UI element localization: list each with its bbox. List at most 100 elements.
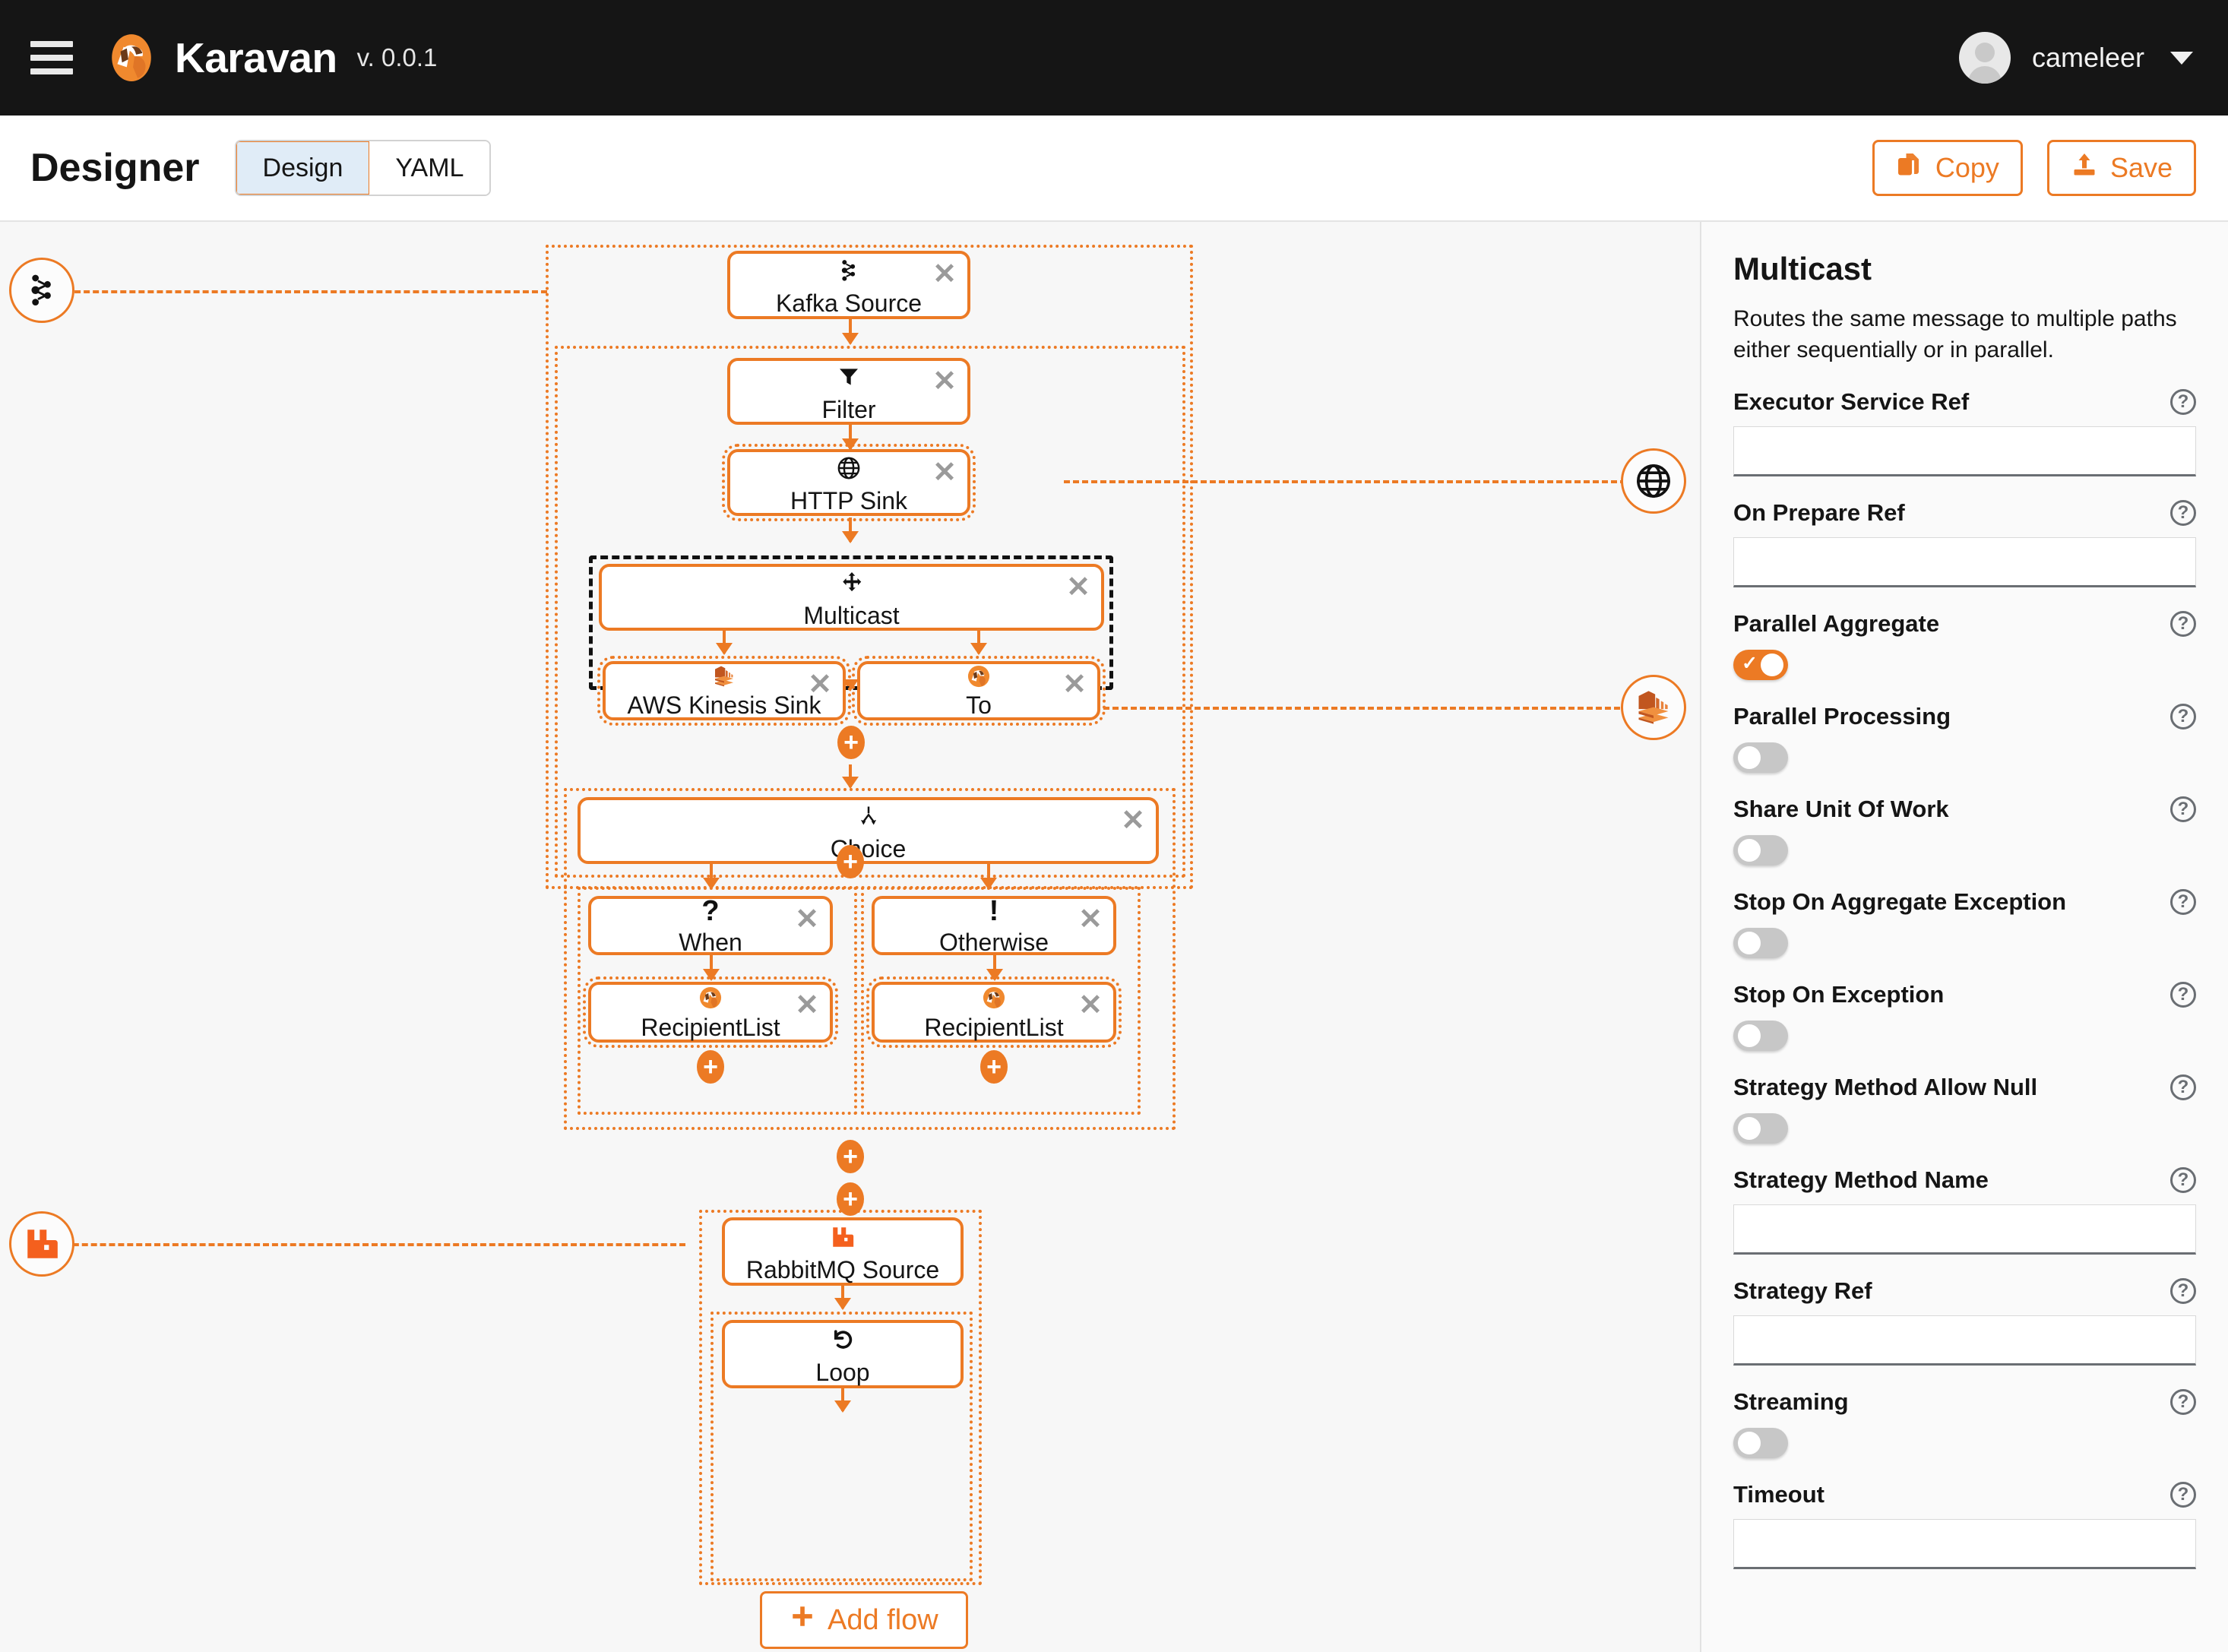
tab-design[interactable]: Design bbox=[236, 141, 372, 195]
executor-service-ref-input[interactable] bbox=[1733, 426, 2196, 476]
close-icon[interactable]: ✕ bbox=[1066, 571, 1090, 603]
step-otherwise[interactable]: ✕ ! Otherwise bbox=[872, 896, 1116, 955]
field-label: Stop On Exception bbox=[1733, 981, 1945, 1008]
http-badge[interactable] bbox=[1621, 448, 1686, 514]
question-icon: ? bbox=[701, 895, 720, 927]
help-icon[interactable]: ? bbox=[2170, 1389, 2196, 1415]
step-filter[interactable]: ✕ Filter bbox=[727, 358, 970, 425]
parallel-aggregate-toggle[interactable] bbox=[1733, 650, 1788, 680]
arrow-connector bbox=[834, 1388, 851, 1413]
help-icon[interactable]: ? bbox=[2170, 611, 2196, 637]
parallel-processing-toggle[interactable] bbox=[1733, 742, 1788, 773]
field-label: On Prepare Ref bbox=[1733, 499, 1905, 526]
timeout-input[interactable] bbox=[1733, 1519, 2196, 1569]
step-loop[interactable]: Loop bbox=[722, 1320, 964, 1388]
multicast-selection-frame bbox=[589, 555, 1113, 690]
step-kafka-source[interactable]: ✕ Kafka Source bbox=[727, 251, 970, 319]
step-rabbitmq-source[interactable]: RabbitMQ Source bbox=[722, 1217, 964, 1286]
choice-container[interactable] bbox=[564, 788, 1176, 1130]
properties-panel: Multicast Routes the same message to mul… bbox=[1700, 222, 2228, 1652]
step-label: RecipientList bbox=[924, 1014, 1064, 1041]
username-label: cameleer bbox=[2031, 42, 2144, 73]
add-flow-label: Add flow bbox=[828, 1603, 938, 1636]
camel-icon bbox=[699, 985, 722, 1011]
arrow-connector bbox=[703, 955, 720, 981]
close-icon[interactable]: ✕ bbox=[1062, 669, 1087, 701]
field-parallel-aggregate: Parallel Aggregate ? bbox=[1733, 610, 2196, 680]
otherwise-branch-container[interactable] bbox=[861, 887, 1141, 1115]
add-step-button[interactable]: + bbox=[837, 845, 864, 878]
upload-icon bbox=[2071, 151, 2098, 185]
strategy-method-allow-null-toggle[interactable] bbox=[1733, 1113, 1788, 1144]
copy-button[interactable]: Copy bbox=[1872, 140, 2023, 196]
close-icon[interactable]: ✕ bbox=[932, 258, 957, 290]
help-icon[interactable]: ? bbox=[2170, 1074, 2196, 1100]
add-step-button[interactable]: + bbox=[697, 1050, 724, 1084]
help-icon[interactable]: ? bbox=[2170, 1278, 2196, 1304]
header-actions: Copy Save bbox=[1872, 140, 2196, 196]
step-label: To bbox=[966, 691, 992, 719]
loop-icon bbox=[830, 1324, 856, 1356]
branch-icon bbox=[857, 800, 880, 832]
add-step-button[interactable]: + bbox=[837, 1140, 864, 1173]
help-icon[interactable]: ? bbox=[2170, 982, 2196, 1008]
hamburger-icon[interactable] bbox=[30, 41, 73, 74]
close-icon[interactable]: ✕ bbox=[808, 669, 832, 701]
app-version: v. 0.0.1 bbox=[356, 43, 438, 71]
close-icon[interactable]: ✕ bbox=[1121, 805, 1145, 837]
flow-steps-container[interactable] bbox=[555, 346, 1185, 878]
step-recipient-list-otherwise[interactable]: ✕ RecipientList bbox=[866, 976, 1122, 1048]
help-icon[interactable]: ? bbox=[2170, 704, 2196, 729]
strategy-ref-input[interactable] bbox=[1733, 1315, 2196, 1366]
help-icon[interactable]: ? bbox=[2170, 1167, 2196, 1193]
loop-container[interactable] bbox=[710, 1312, 973, 1581]
close-icon[interactable]: ✕ bbox=[795, 904, 819, 935]
kafka-badge[interactable] bbox=[9, 258, 74, 323]
step-multicast[interactable]: ✕ Multicast bbox=[599, 564, 1104, 631]
help-icon[interactable]: ? bbox=[2170, 796, 2196, 822]
user-menu[interactable]: cameleer bbox=[1958, 0, 2193, 116]
top-bar: Karavan v. 0.0.1 cameleer bbox=[0, 0, 2228, 116]
step-label: RecipientList bbox=[641, 1014, 780, 1041]
step-when[interactable]: ✕ ? When bbox=[588, 896, 833, 955]
step-recipient-list-when[interactable]: ✕ RecipientList bbox=[583, 976, 838, 1048]
add-step-button[interactable]: + bbox=[980, 1050, 1008, 1084]
close-icon[interactable]: ✕ bbox=[932, 366, 957, 397]
aws-kinesis-icon bbox=[712, 664, 736, 688]
field-executor-service-ref: Executor Service Ref ? bbox=[1733, 388, 2196, 476]
close-icon[interactable]: ✕ bbox=[795, 989, 819, 1021]
chevron-down-icon[interactable] bbox=[2170, 51, 2193, 65]
arrow-connector bbox=[842, 425, 859, 451]
help-icon[interactable]: ? bbox=[2170, 389, 2196, 415]
add-flow-button[interactable]: Add flow bbox=[760, 1591, 968, 1649]
strategy-method-name-input[interactable] bbox=[1733, 1204, 2196, 1255]
help-icon[interactable]: ? bbox=[2170, 1482, 2196, 1508]
stop-on-exception-toggle[interactable] bbox=[1733, 1021, 1788, 1051]
streaming-toggle[interactable] bbox=[1733, 1428, 1788, 1458]
share-unit-of-work-toggle[interactable] bbox=[1733, 835, 1788, 866]
add-step-button[interactable]: + bbox=[837, 726, 865, 759]
flow-canvas[interactable]: ✕ Kafka Source ✕ Filter ✕ bbox=[0, 222, 1700, 1652]
on-prepare-ref-input[interactable] bbox=[1733, 537, 2196, 587]
help-icon[interactable]: ? bbox=[2170, 500, 2196, 526]
funnel-icon bbox=[837, 361, 861, 393]
close-icon[interactable]: ✕ bbox=[932, 457, 957, 489]
save-button[interactable]: Save bbox=[2046, 140, 2196, 196]
rabbitmq-badge[interactable] bbox=[9, 1211, 74, 1277]
step-choice[interactable]: ✕ Choice bbox=[578, 797, 1159, 864]
step-http-sink[interactable]: ✕ HTTP Sink bbox=[722, 444, 976, 521]
step-label: HTTP Sink bbox=[790, 487, 908, 514]
stop-on-aggregate-exception-toggle[interactable] bbox=[1733, 928, 1788, 958]
tab-yaml[interactable]: YAML bbox=[369, 141, 490, 195]
aws-kinesis-badge[interactable] bbox=[1621, 675, 1686, 740]
close-icon[interactable]: ✕ bbox=[1078, 904, 1103, 935]
field-streaming: Streaming ? bbox=[1733, 1388, 2196, 1458]
plus-icon bbox=[790, 1603, 815, 1637]
http-connector-line bbox=[1064, 480, 1626, 483]
add-step-button[interactable]: + bbox=[837, 1182, 864, 1216]
step-to[interactable]: ✕ To bbox=[852, 656, 1106, 726]
help-icon[interactable]: ? bbox=[2170, 889, 2196, 915]
step-aws-kinesis-sink[interactable]: ✕ AWS Kinesis Sink bbox=[597, 656, 851, 726]
field-label: Strategy Method Allow Null bbox=[1733, 1074, 2038, 1100]
close-icon[interactable]: ✕ bbox=[1078, 989, 1103, 1021]
